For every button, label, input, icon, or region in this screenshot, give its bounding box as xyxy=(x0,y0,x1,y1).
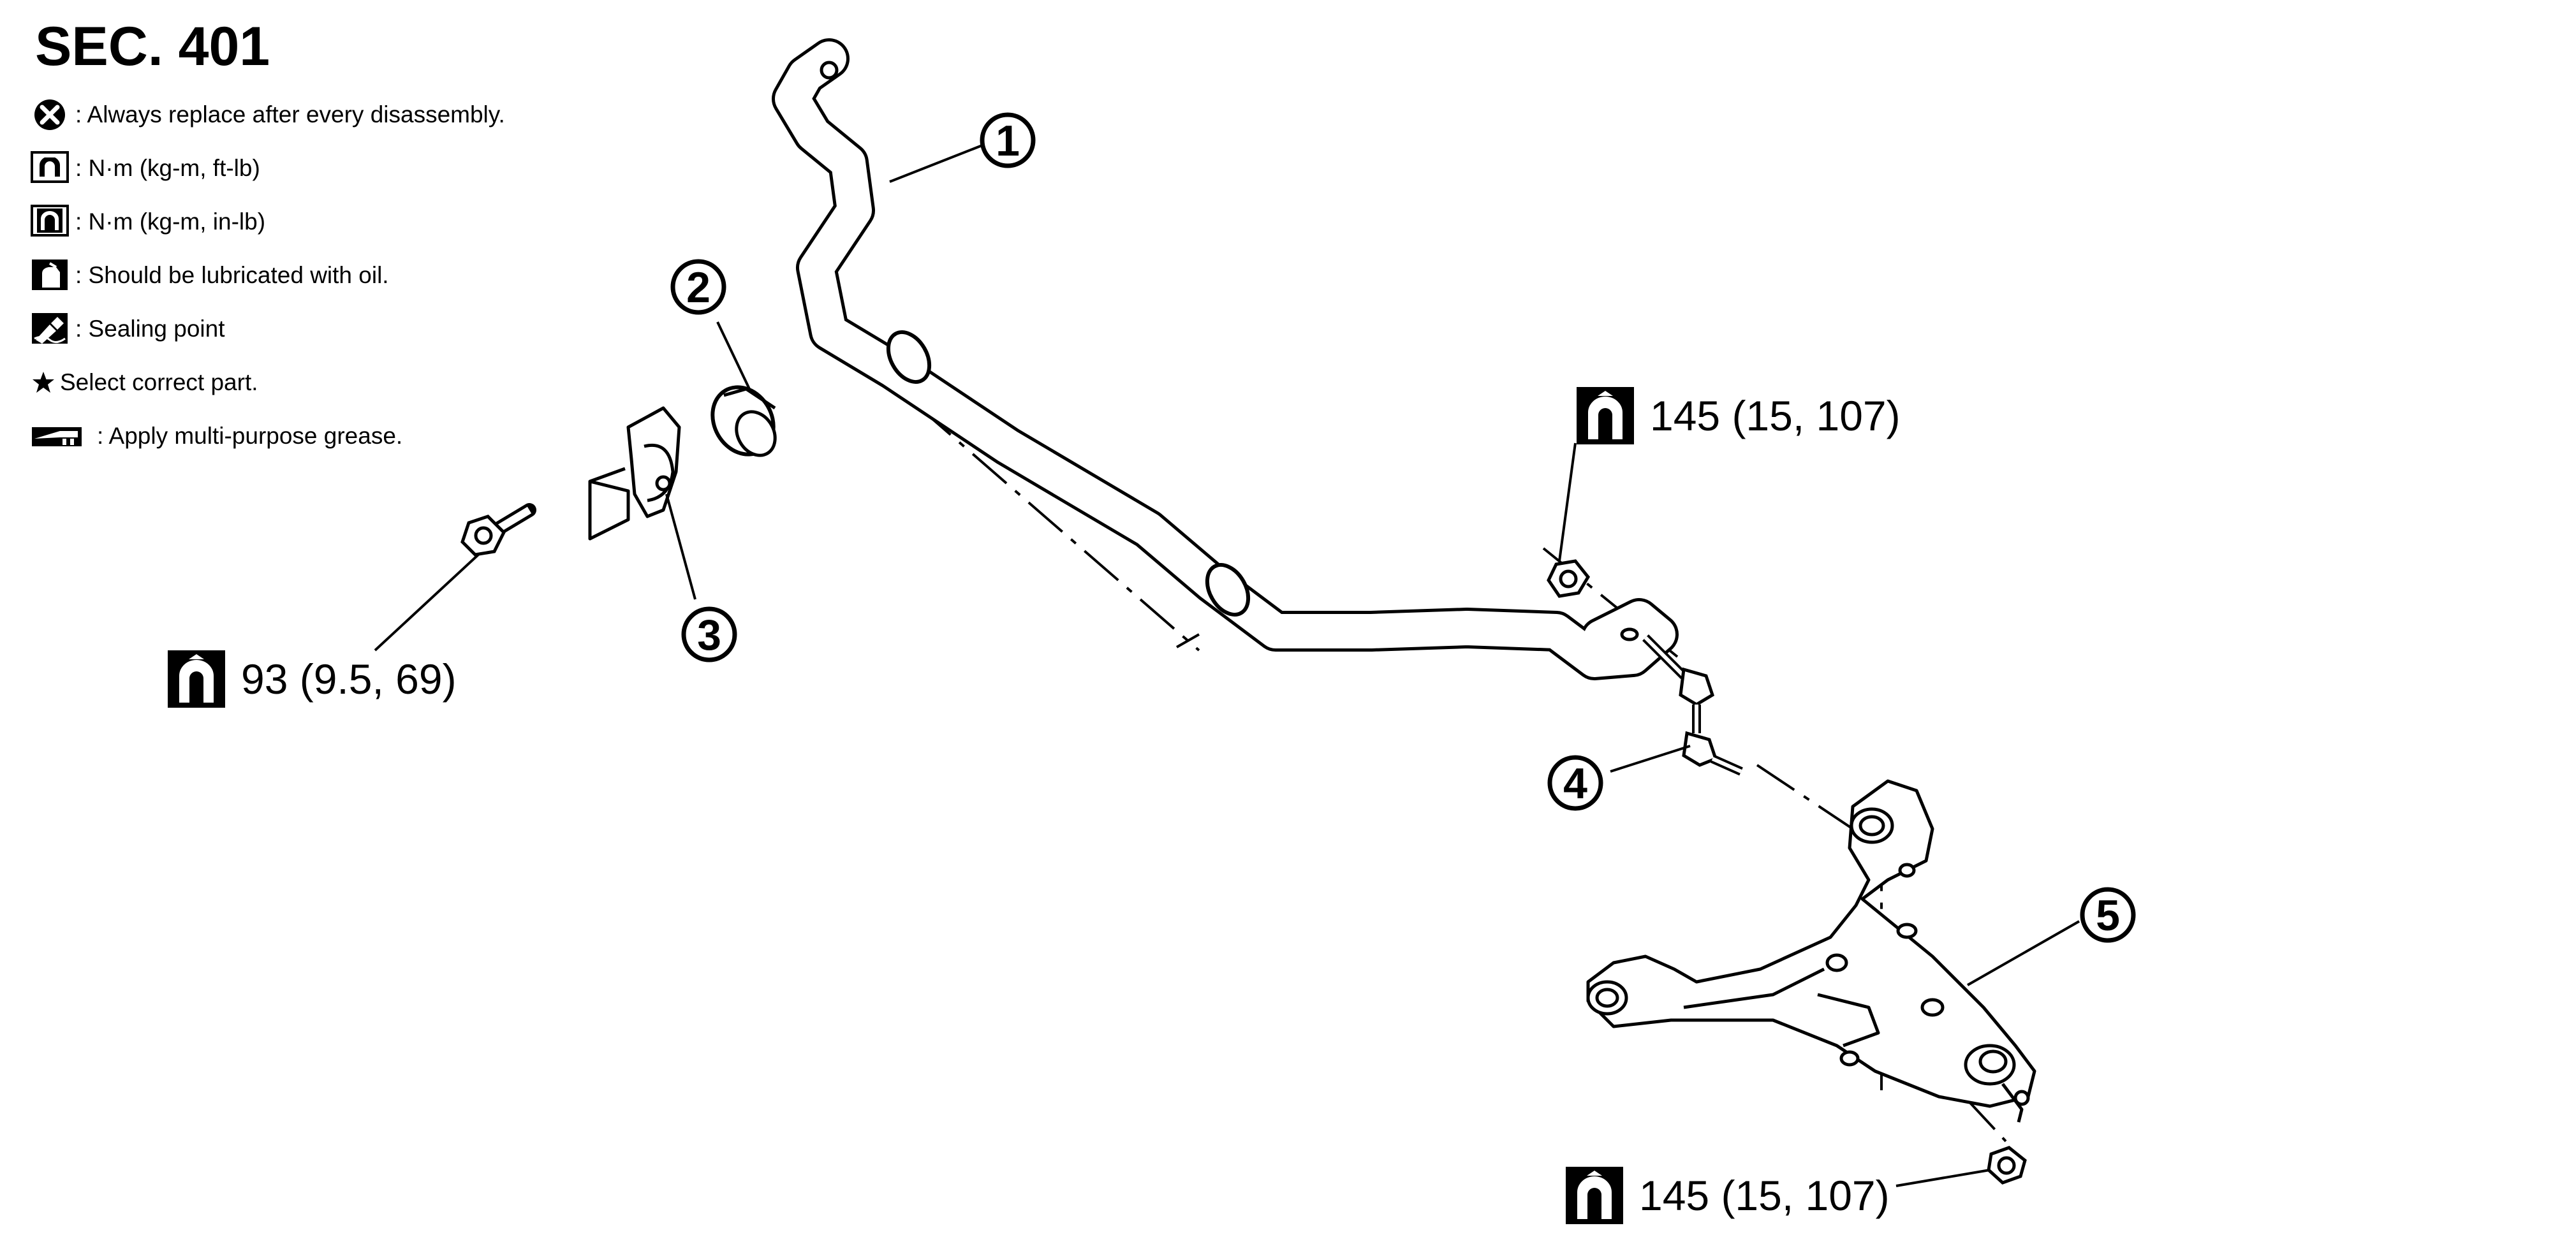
torque-link-upper: 145 (15, 107) xyxy=(1577,387,1901,444)
legend-text-select: Select correct part. xyxy=(60,369,258,395)
torque-wrench-icon xyxy=(168,650,225,708)
callout-4: 4 xyxy=(1547,755,1603,811)
stabilizer-bar xyxy=(772,38,1679,680)
legend-text-torque-inlb: : N·m (kg-m, in-lb) xyxy=(75,208,266,235)
callout-2-label: 2 xyxy=(686,263,710,312)
torque-bracket-bolt-value: 93 (9.5, 69) xyxy=(241,655,457,703)
torque-wrench-icon xyxy=(1566,1167,1623,1224)
legend-text-lubricate: : Should be lubricated with oil. xyxy=(75,262,389,288)
callout-4-label: 4 xyxy=(1563,759,1587,808)
star-icon xyxy=(33,372,54,393)
torque-bracket-bolt: 93 (9.5, 69) xyxy=(168,650,457,708)
legend-item-torque-ftlb: : N·m (kg-m, ft-lb) xyxy=(31,142,668,195)
connecting-rod xyxy=(1642,634,1743,776)
section-title: SEC. 401 xyxy=(35,16,270,77)
sealant-icon xyxy=(32,313,68,344)
torque-link-lower-value: 145 (15, 107) xyxy=(1639,1172,1890,1219)
legend-item-lubricate: : Should be lubricated with oil. xyxy=(31,249,668,302)
callout-3: 3 xyxy=(681,606,737,662)
torque-link-upper-value: 145 (15, 107) xyxy=(1650,392,1901,439)
link-lower-nut xyxy=(1987,1146,2027,1185)
callout-1: 1 xyxy=(980,112,1036,168)
bushing xyxy=(710,385,777,457)
torque-link-lower: 145 (15, 107) xyxy=(1566,1167,1890,1224)
legend-text-replace: : Always replace after every disassembly… xyxy=(75,101,505,128)
bracket-bolt xyxy=(460,503,536,557)
link-upper-nut xyxy=(1547,559,1591,598)
legend-item-select: Select correct part. xyxy=(31,356,668,409)
legend-text-grease: : Apply multi-purpose grease. xyxy=(97,423,403,449)
legend: : Always replace after every disassembly… xyxy=(31,88,668,463)
legend-text-torque-ftlb: : N·m (kg-m, ft-lb) xyxy=(75,155,260,181)
legend-item-replace: : Always replace after every disassembly… xyxy=(31,88,668,142)
callout-5: 5 xyxy=(2080,887,2136,943)
clamp xyxy=(588,406,681,541)
callout-5-label: 5 xyxy=(2096,891,2120,940)
callout-3-label: 3 xyxy=(697,611,721,659)
legend-item-sealing: : Sealing point xyxy=(31,302,668,356)
legend-item-grease: : Apply multi-purpose grease. xyxy=(31,409,668,463)
torque-wrench-filled-icon xyxy=(31,205,69,237)
oil-can-icon xyxy=(32,259,68,290)
torque-wrench-icon xyxy=(1577,387,1634,444)
x-circle-icon xyxy=(34,99,65,130)
lower-link xyxy=(1586,779,2036,1123)
leader-lines xyxy=(374,144,2080,1187)
callout-2: 2 xyxy=(670,259,726,315)
legend-text-sealing: : Sealing point xyxy=(75,316,225,342)
grease-icon xyxy=(32,427,82,446)
legend-item-torque-inlb: : N·m (kg-m, in-lb) xyxy=(31,195,668,249)
torque-wrench-icon xyxy=(31,151,69,183)
callout-1-label: 1 xyxy=(996,117,1020,165)
